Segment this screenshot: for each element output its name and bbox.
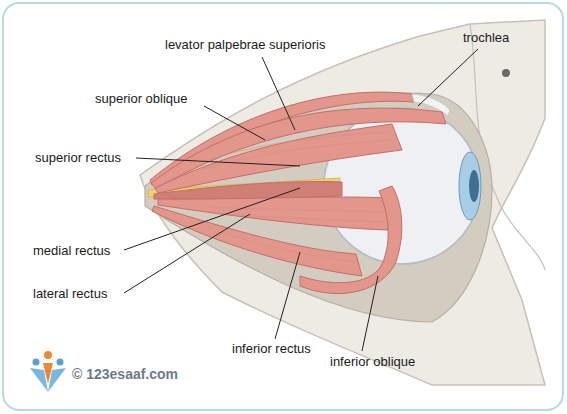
foramen bbox=[502, 69, 510, 77]
leader-line bbox=[124, 188, 300, 250]
skull-bone bbox=[140, 20, 545, 385]
part-label: inferior oblique bbox=[330, 354, 415, 369]
leader-line bbox=[136, 158, 300, 166]
muscles bbox=[150, 92, 450, 293]
iris bbox=[469, 170, 479, 202]
inferior-rectus-muscle bbox=[152, 206, 362, 276]
leader-line bbox=[204, 106, 265, 140]
cornea bbox=[459, 152, 481, 220]
leader-line bbox=[418, 49, 478, 106]
part-label: inferior rectus bbox=[232, 341, 311, 356]
watermark: © 123esaaf.com bbox=[72, 367, 178, 382]
frame bbox=[3, 3, 563, 410]
part-label: superior oblique bbox=[95, 91, 188, 106]
part-label: trochlea bbox=[463, 30, 509, 45]
logo-icon bbox=[30, 351, 66, 392]
inferior-oblique-muscle bbox=[300, 186, 402, 294]
part-label: levator palpebrae superioris bbox=[165, 37, 325, 52]
leader-line bbox=[275, 252, 300, 339]
leader-line bbox=[124, 214, 250, 293]
part-label: medial rectus bbox=[33, 243, 110, 258]
leader-line bbox=[262, 57, 295, 130]
part-label: lateral rectus bbox=[33, 286, 107, 301]
leader-line bbox=[362, 276, 378, 351]
part-label: superior rectus bbox=[35, 150, 121, 165]
orbit-cavity bbox=[145, 93, 492, 322]
medial-rectus-muscle bbox=[154, 182, 342, 200]
muscle-striations bbox=[200, 132, 395, 262]
